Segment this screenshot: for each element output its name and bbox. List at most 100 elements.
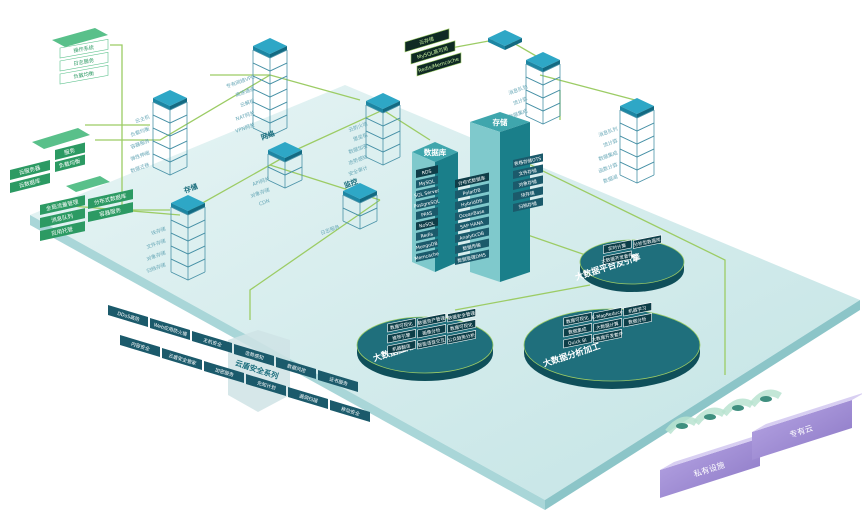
link-line [539, 74, 636, 101]
card-label: 负载均衡 [73, 69, 95, 81]
card-face [623, 313, 652, 328]
node-label: 流计算 [512, 95, 529, 107]
card-face [40, 195, 85, 215]
card-label: 对象存储 [518, 178, 538, 189]
card-face [455, 216, 489, 232]
disc-item: 机器翻译 [387, 340, 416, 355]
card-face [513, 164, 543, 179]
connector-arch [721, 398, 754, 417]
card-label: 数据可视化 [389, 320, 413, 331]
tower-item: SAP HANA [455, 216, 489, 232]
connector-arch [693, 407, 726, 426]
node-label: 高速通道 [234, 85, 255, 98]
card-face [447, 330, 476, 345]
card-face [416, 228, 438, 241]
security-card: 漏洞扫描 [288, 387, 328, 409]
disc-item: 数据可视化 [563, 312, 592, 327]
rack-cap-side [188, 203, 205, 215]
card-face [455, 172, 489, 188]
card-label: NoSQL [419, 220, 436, 229]
card-label: 实时计算 [607, 242, 627, 253]
card-face [603, 250, 632, 265]
card-label: 数据集成 [568, 325, 588, 336]
security-card: Web应用防火墙 [150, 318, 190, 340]
disc-top [523, 308, 701, 382]
link-line [110, 44, 170, 211]
disc-item: 数据集成 [563, 323, 592, 338]
card-face [455, 249, 489, 265]
tower-item: PolarDB [455, 183, 489, 199]
tower-item: Memcache [414, 249, 440, 262]
tower-item: OceanBase [455, 205, 489, 221]
stack-cap [52, 28, 108, 47]
card-face [416, 238, 438, 252]
tower-item: 数据传输 [455, 238, 489, 254]
cloud-face [752, 400, 852, 460]
stack-card: 负载均衡 [59, 65, 109, 85]
card-face [40, 208, 85, 228]
connector-arch [665, 416, 698, 435]
card-label: Quick BI [568, 337, 588, 347]
rack-cap-side [270, 46, 287, 58]
rack-cap-side [620, 106, 637, 118]
card-face [455, 227, 489, 243]
disc-item: 数据可视化 [387, 318, 416, 333]
rack-right-a [525, 52, 561, 125]
card-label: 数据传输 [462, 241, 482, 252]
green-card: 云服务器 [10, 160, 50, 180]
link-line [249, 199, 381, 320]
card-label: AnalyticDB [459, 231, 485, 242]
single-box-side [488, 38, 505, 50]
rack-cap-side [253, 46, 270, 58]
node-label: 消息队列 [507, 83, 528, 96]
card-label: Redis [420, 231, 434, 240]
rack-cap-side [285, 150, 302, 162]
rack-n3 [365, 93, 401, 166]
card-face [593, 329, 622, 344]
card-face [120, 335, 160, 357]
card-face [416, 186, 438, 199]
node-label: 弹性伸缩 [129, 149, 150, 162]
card-label: 块存储 [520, 189, 535, 199]
card-label: 机器学习 [628, 304, 648, 315]
green-card: 云数据库 [10, 173, 50, 193]
card-face [417, 335, 446, 350]
card-face [246, 374, 286, 396]
card-face [318, 370, 358, 392]
card-face [416, 175, 438, 189]
tower-title: 存储 [492, 117, 508, 127]
card-face [563, 312, 592, 327]
card-face [204, 361, 244, 383]
card-face [563, 334, 592, 349]
node-label: 块存储 [150, 225, 167, 237]
card-face [416, 207, 438, 220]
green-card: 服务 [55, 142, 85, 160]
rack-cap-side [171, 203, 188, 215]
black-card: 云存储 [404, 28, 450, 53]
card-face [513, 197, 543, 212]
card-face [55, 154, 85, 172]
card-face [416, 165, 438, 178]
card-face [330, 400, 370, 422]
rack-storage-left [170, 195, 206, 281]
card-label: PostgreSQL [413, 198, 440, 210]
card-label: PolarDB [462, 187, 481, 197]
rack-cap-side [637, 106, 654, 118]
rack-cap-side [543, 60, 560, 72]
rack-right-b [619, 98, 655, 184]
platform-disc: 大数据平台及引擎实时计算分析型数据库大数据开发套件 [574, 234, 685, 292]
rack-monitor [342, 183, 378, 230]
rack-n4 [267, 142, 303, 189]
rack-cap-side [526, 60, 543, 72]
node-label: 数据集成 [597, 149, 618, 162]
security-card: 云盾安全管家 [162, 348, 202, 370]
card-label: MySQL [418, 178, 435, 187]
link-line [454, 284, 591, 311]
card-label: 归档存储 [518, 200, 538, 211]
card-face [150, 318, 190, 340]
tower-item: NoSQL [416, 217, 438, 231]
